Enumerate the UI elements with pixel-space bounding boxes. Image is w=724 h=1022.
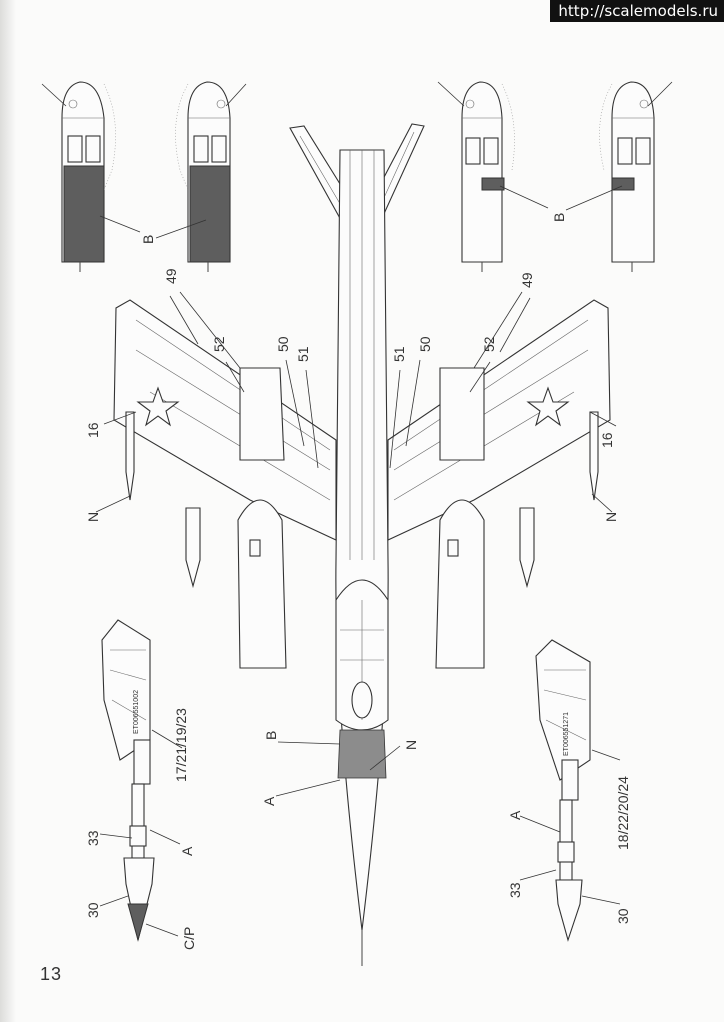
label-33-right: 33 xyxy=(507,882,523,898)
nose-view-4 xyxy=(599,81,673,272)
label-50-right: 50 xyxy=(417,336,433,352)
label-49-left: 49 xyxy=(163,268,179,284)
label-52-right: 52 xyxy=(481,336,497,352)
left-pylon-missile: ET006551002 xyxy=(101,619,155,942)
label-a-nose: A xyxy=(261,796,277,806)
label-n-left-wing: N xyxy=(85,512,101,522)
label-49-right: 49 xyxy=(519,272,535,288)
page-number: 13 xyxy=(40,964,63,984)
right-missile-code: ET006551271 xyxy=(563,712,570,756)
label-16-left: 16 xyxy=(85,422,101,438)
watermark: http://scalemodels.ru xyxy=(550,0,724,22)
right-pylon-missile: ET006551271 xyxy=(535,639,591,942)
label-50-left: 50 xyxy=(275,336,291,352)
label-33-left: 33 xyxy=(85,830,101,846)
label-n-right-wing: N xyxy=(603,512,619,522)
label-51-left: 51 xyxy=(295,346,311,362)
label-16-right: 16 xyxy=(599,432,615,448)
label-a-left-missile: A xyxy=(179,846,195,856)
label-30-left: 30 xyxy=(85,902,101,918)
label-30-right: 30 xyxy=(615,908,631,924)
label-left-pylon-serials: 17/21/19/23 xyxy=(173,708,189,782)
label-b-top-right: B xyxy=(551,213,567,222)
label-b-cockpit: B xyxy=(263,731,279,740)
nose-view-2 xyxy=(175,81,247,272)
nose-view-3 xyxy=(437,81,515,272)
left-missile-code: ET006551002 xyxy=(133,690,140,734)
label-51-right: 51 xyxy=(391,346,407,362)
label-b-top-left: B xyxy=(140,235,156,244)
nose-view-1 xyxy=(41,81,116,272)
label-52-left: 52 xyxy=(211,336,227,352)
binding-edge xyxy=(0,0,16,1022)
aircraft-plan-view xyxy=(113,123,611,966)
label-cp: C/P xyxy=(181,927,197,950)
label-n-cockpit: N xyxy=(403,740,419,750)
label-right-pylon-serials: 18/22/20/24 xyxy=(615,776,631,850)
label-a-right-missile: A xyxy=(507,810,523,820)
